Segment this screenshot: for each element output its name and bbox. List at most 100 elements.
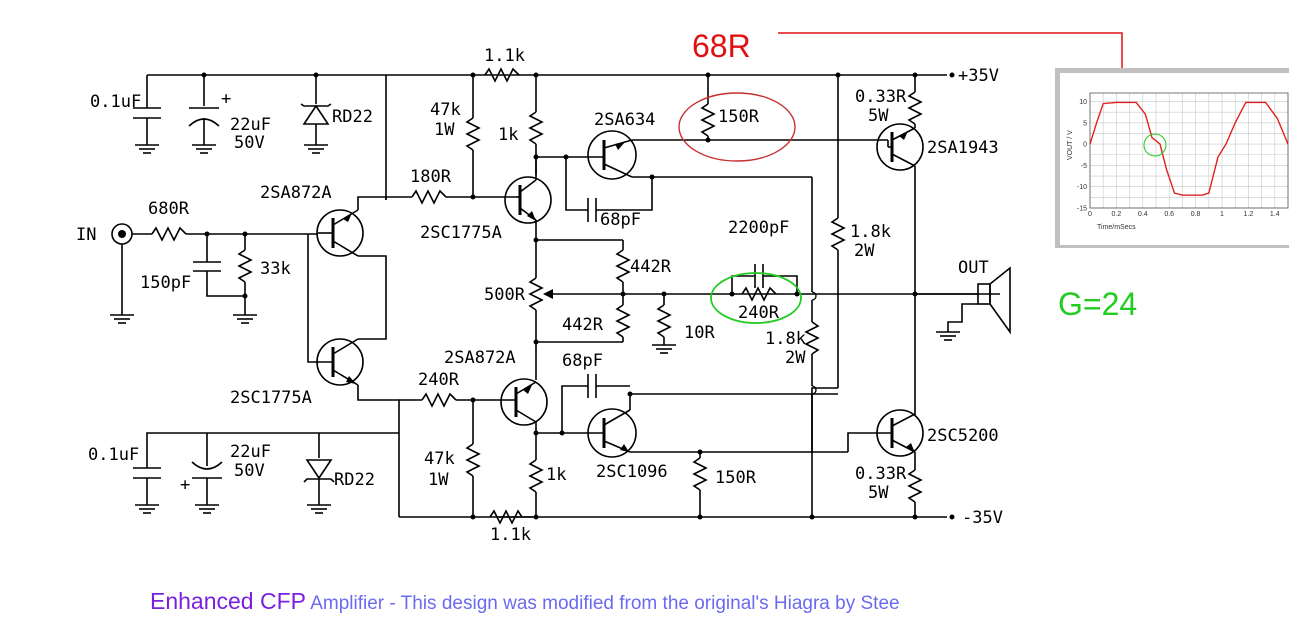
label-r-500: 500R: [484, 285, 526, 305]
annotation-68r: 68R: [692, 28, 751, 64]
cap-22uf-top: [188, 107, 220, 154]
label-r-bot: 1.1k: [490, 525, 531, 545]
caption: Enhanced CFP Amplifier - This design was…: [150, 588, 900, 615]
caption-title: Enhanced CFP: [150, 588, 306, 614]
label-r-680: 680R: [148, 199, 190, 219]
label-plus-top: +: [221, 89, 231, 109]
label-q-pre-p: 2SA634: [594, 110, 655, 130]
label-z-pos: RD22: [332, 107, 373, 127]
label-q-out-n: 2SC5200: [927, 426, 999, 446]
label-r-240-fb: 240R: [738, 303, 780, 323]
transistor-2sc5200: [812, 409, 924, 520]
caption-text: Amplifier - This design was modified fro…: [305, 593, 900, 614]
label-q-in-n: 2SC1775A: [230, 388, 312, 408]
label-r-10: 10R: [684, 323, 715, 343]
label-r-1k8-bot-w: 2W: [785, 348, 806, 368]
scope-ylabel: VOUT / V: [1067, 130, 1074, 160]
resistor-10r: [651, 291, 677, 354]
resistor-1.8k-top: [811, 75, 846, 452]
cap-0.1uf-top: [133, 107, 161, 154]
label-q-vas-top: 2SC1775A: [420, 223, 502, 243]
label-r-150-bot: 150R: [715, 468, 757, 488]
zener-rd22-bottom: [303, 459, 335, 514]
scope-xtick: 0.8: [1191, 211, 1201, 218]
scope-xlabel: Time/mSecs: [1097, 224, 1136, 231]
scope-highlight-circle: [1143, 133, 1167, 157]
label-r-1k8-bot: 1.8k: [765, 329, 806, 349]
label-r-442-b: 442R: [562, 315, 604, 335]
transistor-2sa1943: [876, 123, 924, 415]
rail-terminal-neg: [949, 514, 955, 520]
resistor-1.1k-bottom: [489, 509, 523, 525]
label-z-neg: RD22: [334, 470, 375, 490]
resistor-47k-top: [465, 75, 481, 197]
resistor-0.33r-top: [907, 75, 923, 128]
label-q-vas-bot: 2SA872A: [444, 348, 516, 368]
scope-ytick: -15: [1077, 206, 1087, 213]
scope-xtick: 0: [1088, 211, 1092, 218]
resistor-47k-bottom: [465, 400, 481, 520]
scope-ytick: 5: [1083, 120, 1087, 127]
input-jack[interactable]: [109, 223, 135, 324]
label-out: OUT: [958, 258, 989, 278]
label-r-33k: 33k: [260, 259, 291, 279]
input-network: [132, 226, 318, 324]
label-c-neg-elec-v: 50V: [234, 461, 265, 481]
transistor-2sa872a-input: [316, 209, 364, 257]
label-c-150: 150pF: [140, 273, 191, 293]
scope-xtick: 1.2: [1244, 211, 1254, 218]
resistor-150r-top: [700, 75, 716, 143]
scope-axis-frame: [1089, 92, 1289, 209]
scope-ytick: -10: [1077, 184, 1087, 191]
highlight-150r-ellipse: [678, 92, 796, 162]
label-v-neg: -35V: [962, 508, 1003, 528]
scope-xtick: 0.6: [1164, 211, 1174, 218]
label-c-neg-elec: 22uF: [230, 442, 271, 462]
label-c-pos-elec-v: 50V: [234, 133, 265, 153]
transistor-2sc1096: [533, 391, 838, 458]
label-r-top-bias-w: 1W: [434, 120, 455, 140]
speaker: [915, 266, 1011, 341]
label-v-pos: +35V: [958, 66, 999, 86]
label-r-bot-bias: 47k: [424, 449, 455, 469]
label-in: IN: [76, 225, 96, 245]
scope-ytick: 0: [1083, 142, 1087, 149]
label-r-033-bot: 0.33R: [855, 464, 907, 484]
label-r-top-bias: 47k: [430, 100, 461, 120]
label-r-top: 1.1k: [484, 46, 525, 66]
label-c-pos-elec: 22uF: [230, 115, 271, 135]
label-r-033-bot-w: 5W: [868, 483, 889, 503]
transistor-2sa872a-vas: [500, 378, 548, 460]
transistor-2sa634: [536, 130, 888, 180]
label-r-033-top: 0.33R: [855, 87, 907, 107]
label-c-neg-filter: 0.1uF: [88, 445, 139, 465]
scope-ytick: 10: [1079, 99, 1087, 106]
cap-0.1uf-bottom: [133, 467, 161, 514]
scope-xtick: 0.4: [1138, 211, 1148, 218]
transistor-2sc1775a-input: [307, 234, 364, 386]
label-r-bot-bias-w: 1W: [428, 470, 449, 490]
resistor-150r-bottom: [692, 449, 708, 520]
scope-xtick: 1: [1220, 211, 1224, 218]
scope-ytick: -5: [1081, 163, 1087, 170]
label-r-240-bot: 240R: [418, 370, 460, 390]
cap-22uf-bottom: [191, 461, 223, 514]
cap-68pf-top: [563, 154, 655, 222]
label-r-033-top-w: 5W: [868, 106, 889, 126]
rail-terminal-pos: [949, 72, 955, 78]
label-r-150-top: 150R: [718, 107, 760, 127]
input-pair-wiring: [357, 189, 516, 433]
label-r-bot-1k: 1k: [546, 465, 566, 485]
label-c-pos-filter: 0.1uF: [90, 92, 141, 112]
scope-grid: [1089, 92, 1289, 209]
scope-xtick: 0.2: [1112, 211, 1122, 218]
positive-rail: [146, 74, 947, 200]
label-r-1k8-top-w: 2W: [854, 241, 875, 261]
label-c-2200: 2200pF: [728, 218, 789, 238]
label-q-out-p: 2SA1943: [927, 138, 999, 158]
resistor-1k-bottom: [499, 459, 544, 520]
label-q-in-p: 2SA872A: [260, 183, 332, 203]
highlight-240r-ellipse: [710, 272, 802, 324]
